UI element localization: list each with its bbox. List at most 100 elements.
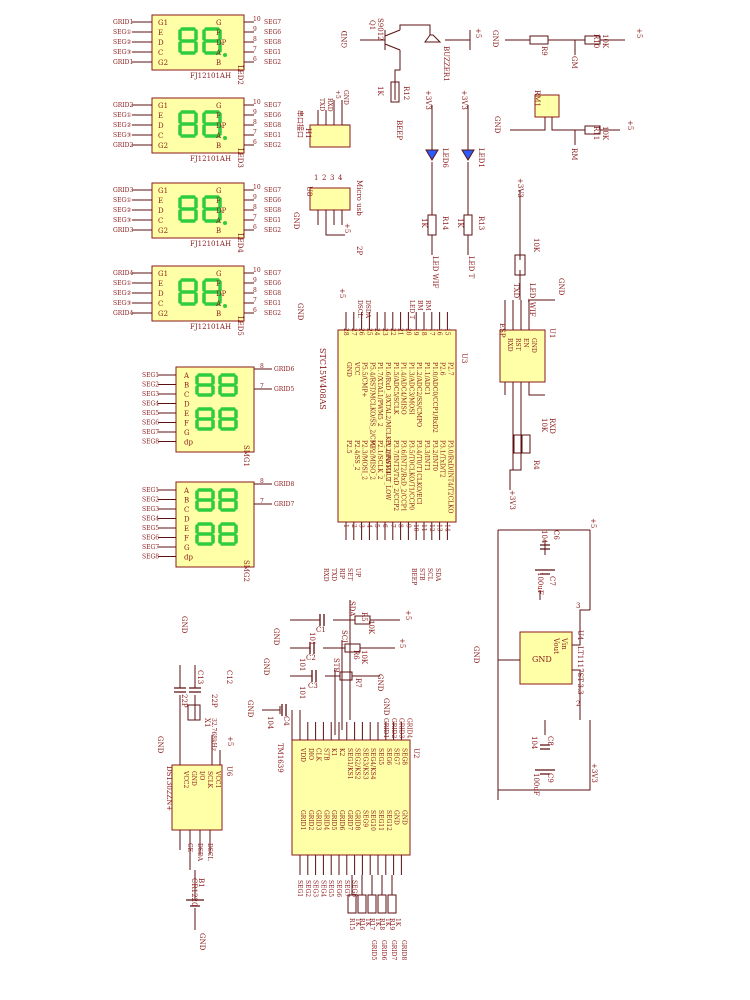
rm-net: RM <box>570 148 578 160</box>
smg-pin: B <box>184 382 189 390</box>
tm-pin-label: SEG8 <box>400 748 407 765</box>
r10-ref: R10 <box>592 34 600 48</box>
led-right-net: SEG7 <box>264 187 281 194</box>
mcu-pin-label: P2.2/MISO_2 <box>368 440 375 480</box>
tm-pin-label: SEG12 <box>385 810 392 831</box>
pu-gnd-3: GND <box>376 674 384 692</box>
led-left-pin: G2 <box>158 59 168 67</box>
xtal-val: 32.768kHz <box>210 718 217 751</box>
tm-grid-net: GRID5 <box>370 940 377 960</box>
u8-pin4: 4 <box>338 174 343 182</box>
rtc-io: I/O <box>198 771 205 780</box>
smg-left-net: SEG4 <box>142 516 159 523</box>
mcu-bottom-num: 10 <box>412 524 419 532</box>
led-left-net: SEG③ <box>113 217 132 224</box>
led-pin-num: 9 <box>253 26 257 33</box>
c1-val: 101 <box>308 632 316 645</box>
tm-pins: VDDGRID1DIOGRID2CLKGRID3STBGRID4K1GRID5K… <box>296 718 412 960</box>
mcu-top-num: 28 <box>342 328 349 336</box>
mcu-top-num: 25 <box>365 328 372 336</box>
led-left-net: GRID3 <box>113 187 133 194</box>
rm1-ref: RM1 <box>533 90 541 107</box>
led-pin-num: 10 <box>253 267 261 274</box>
led-ref-label: LED4 <box>236 233 244 253</box>
reg-gnd-pin: GND <box>532 655 552 664</box>
r14-value: 1K <box>420 218 428 228</box>
led-right-pin: G <box>216 19 222 27</box>
led-left-pin: G1 <box>158 19 168 27</box>
led-pin-num: 7 <box>253 214 257 221</box>
tm-pin-label: SEG6 <box>385 748 392 765</box>
led-right-net: SEG8 <box>264 290 281 297</box>
led-left-pin: D <box>158 207 164 215</box>
tm1639-driver: VDDGRID1DIOGRID2CLKGRID3STBGRID4K1GRID5K… <box>246 698 420 960</box>
led-right-net: SEG2 <box>264 227 281 234</box>
tm-seg-net: SEG1 <box>296 880 303 897</box>
tm-grid-net: GRID8 <box>400 940 407 960</box>
esp-gnd: GND <box>557 278 565 296</box>
led-right-net: SEG1 <box>264 217 281 224</box>
esp-ref: U1 <box>548 328 556 338</box>
q1-ref: Q1 <box>368 20 376 30</box>
led-right-pin: G <box>216 102 222 110</box>
tm-grid-net: GRID7 <box>390 940 397 960</box>
mcu-pin-label: P2.5 <box>345 440 352 454</box>
mcu-pin-label: P1.4/ADC4/MISO <box>400 362 407 415</box>
led-ref-label: LED3 <box>236 148 244 168</box>
mcu-pin-label: P2.3/MOSI_2 <box>361 440 368 480</box>
tm-pin-label: DIO <box>307 748 314 760</box>
mcu-bottom-net: UP <box>354 568 361 577</box>
mcu-bottom-num: 4 <box>365 524 372 528</box>
tm-pin-label: GRID5 <box>330 810 337 830</box>
led-pin-num: 8 <box>253 119 257 126</box>
tm-pin-label: GND <box>393 810 400 825</box>
led-module-body <box>151 265 245 322</box>
tm-pin-label: SEG7 <box>393 748 400 765</box>
led-left-net: GRID4 <box>113 310 133 317</box>
serial-header: TXD RXD +5 GND 串口接口 H1 <box>296 90 351 148</box>
led-module-body <box>151 14 245 71</box>
led-pin-num: 6 <box>253 56 257 63</box>
tm-pin-label: SEG11 <box>377 810 384 831</box>
esp-pin-rxd: RXD <box>506 338 513 352</box>
mcu-pin-label: P2.6 <box>439 362 446 376</box>
batt-ref: B1 <box>197 878 205 888</box>
tm-resistor <box>367 894 377 914</box>
tm-res-ref: R19 <box>388 918 395 930</box>
tm-seg-net: SEG6 <box>335 880 342 897</box>
pu-vcc-1: +5 <box>404 610 412 620</box>
h1-name: 串口接口 <box>296 110 305 138</box>
tm-res-ref: R18 <box>378 918 385 930</box>
smg-pin: A <box>183 372 190 380</box>
tm-seg-net: SEG3 <box>312 880 319 897</box>
reg-part: LT1117ST-3.3 <box>576 646 584 695</box>
smg-left-net: SEG1 <box>142 487 159 494</box>
esp-txd: TXD <box>512 283 520 299</box>
tm-gnd-right: GND <box>382 698 390 716</box>
tm-pin-label: GRID3 <box>315 810 322 830</box>
tm-ref: U2 <box>412 748 420 758</box>
r5-ref: R5 <box>360 612 368 622</box>
buzzer-ref: BUZZER1 <box>442 46 450 82</box>
led6-net: LED WIF <box>431 256 439 289</box>
led-right-net: SEG1 <box>264 132 281 139</box>
rtc-ce: CE <box>186 843 193 852</box>
mcu-top-num: 18 <box>420 328 427 336</box>
tm-seg-net: SEG5 <box>327 880 334 897</box>
mcu-top-net: BM <box>416 300 423 311</box>
tm-pin-label: SEG5 <box>377 748 384 765</box>
pullup-network: C1 101 C2 101 C3 101 R5 10K R6 10K R7 SD… <box>262 600 412 735</box>
indicator-leds: +3V3 LED6 R14 1K LED WIF +3V3 LED1 R13 1… <box>420 90 485 289</box>
pu-vcc-2: +5 <box>398 638 406 648</box>
esp-pin-rst: RST <box>514 338 521 351</box>
batt-part: CR1220 <box>190 878 198 906</box>
esp-vcc-bot: +3V3 <box>508 490 516 510</box>
beep-net: BEEP <box>395 120 403 140</box>
smg-pin: F <box>184 535 189 543</box>
led-right-pin: DP <box>216 122 227 130</box>
esp-name: ESP <box>498 323 506 338</box>
smg-grid-net: GRID7 <box>274 501 294 508</box>
tm-pin-label: VDD <box>299 747 306 762</box>
led-right-net: SEG8 <box>264 207 281 214</box>
led-right-net: SEG8 <box>264 39 281 46</box>
